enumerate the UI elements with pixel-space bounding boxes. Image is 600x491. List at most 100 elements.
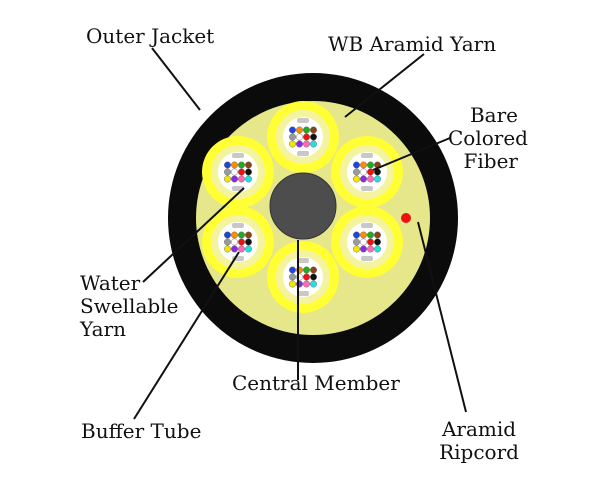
label-bare-colored-fiber-line-1: Bare xyxy=(469,103,518,127)
filler-mark xyxy=(232,153,244,158)
fiber xyxy=(374,231,381,239)
fiber xyxy=(245,175,252,183)
fiber xyxy=(303,280,310,288)
filler-mark xyxy=(297,118,309,123)
label-bare-colored-fiber-line-3: Fiber xyxy=(463,149,518,173)
label-water-swellable-yarn-line-1: Water xyxy=(80,271,141,295)
fiber xyxy=(360,231,367,239)
label-bare-colored-fiber-line-2: Colored xyxy=(448,126,528,150)
fiber xyxy=(353,161,360,169)
fiber xyxy=(310,140,317,148)
fiber xyxy=(374,245,381,253)
fiber xyxy=(360,245,367,253)
fiber xyxy=(374,238,381,246)
fiber xyxy=(310,273,317,281)
leader-line xyxy=(151,47,201,111)
buffer-tube xyxy=(267,101,339,173)
fiber xyxy=(310,126,317,134)
label-bare-colored-fiber: Bare Colored Fiber xyxy=(448,103,528,173)
label-outer-jacket: Outer Jacket xyxy=(86,24,215,48)
leader-line xyxy=(372,137,451,171)
buffer-tube xyxy=(267,241,339,313)
buffer-tube xyxy=(202,206,274,278)
label-central-member: Central Member xyxy=(232,371,400,395)
fiber xyxy=(238,238,245,246)
fiber xyxy=(353,245,360,253)
buffer-tube xyxy=(202,136,274,208)
fiber xyxy=(289,140,296,148)
fiber xyxy=(231,175,238,183)
filler-mark xyxy=(297,258,309,263)
fiber xyxy=(360,168,367,176)
buffer-tubes xyxy=(202,101,403,313)
leader-line xyxy=(133,251,240,420)
buffer-tube xyxy=(331,136,403,208)
fiber xyxy=(367,175,374,183)
fiber xyxy=(367,238,374,246)
fiber xyxy=(289,280,296,288)
leader-lines xyxy=(133,47,467,420)
fiber xyxy=(289,273,296,281)
fiber xyxy=(360,238,367,246)
fiber xyxy=(289,133,296,141)
fiber xyxy=(238,161,245,169)
filler-mark xyxy=(361,153,373,158)
fiber xyxy=(367,168,374,176)
fiber xyxy=(245,245,252,253)
fiber xyxy=(296,140,303,148)
fiber xyxy=(303,133,310,141)
fiber xyxy=(296,133,303,141)
fiber xyxy=(245,231,252,239)
fiber xyxy=(353,238,360,246)
fiber xyxy=(245,168,252,176)
fiber xyxy=(224,168,231,176)
fiber xyxy=(367,161,374,169)
label-water-swellable-yarn-line-2: Swellable xyxy=(80,294,179,318)
fiber xyxy=(353,168,360,176)
fiber xyxy=(303,266,310,274)
fiber xyxy=(224,175,231,183)
aramid-ripcord xyxy=(401,213,411,223)
filler-mark xyxy=(232,223,244,228)
fiber xyxy=(231,168,238,176)
fiber xyxy=(238,231,245,239)
fiber xyxy=(238,245,245,253)
fiber xyxy=(245,161,252,169)
filler-mark xyxy=(361,256,373,261)
filler-mark xyxy=(361,186,373,191)
fiber xyxy=(374,175,381,183)
fiber xyxy=(353,231,360,239)
label-water-swellable-yarn: Water Swellable Yarn xyxy=(80,272,178,341)
fiber xyxy=(231,161,238,169)
fiber xyxy=(360,175,367,183)
leader-line xyxy=(417,221,467,413)
buffer-tube xyxy=(331,206,403,278)
label-buffer-tube: Buffer Tube xyxy=(81,419,202,443)
fiber xyxy=(231,238,238,246)
fiber xyxy=(360,161,367,169)
label-wb-aramid-yarn: WB Aramid Yarn xyxy=(328,32,497,56)
fiber xyxy=(224,161,231,169)
fiber xyxy=(303,126,310,134)
label-aramid-ripcord-line-1: Aramid xyxy=(441,417,517,441)
fiber xyxy=(238,168,245,176)
fiber xyxy=(224,238,231,246)
central-member xyxy=(269,172,337,240)
fiber xyxy=(367,245,374,253)
fiber xyxy=(310,133,317,141)
fiber xyxy=(231,245,238,253)
fiber xyxy=(303,273,310,281)
label-aramid-ripcord: Aramid Ripcord xyxy=(434,418,524,464)
fiber xyxy=(238,175,245,183)
filler-mark xyxy=(361,223,373,228)
fiber xyxy=(367,231,374,239)
fiber xyxy=(296,126,303,134)
leader-line xyxy=(344,53,425,118)
fiber xyxy=(289,266,296,274)
label-aramid-ripcord-line-2: Ripcord xyxy=(439,440,519,464)
leader-line xyxy=(142,187,245,283)
fiber xyxy=(303,140,310,148)
fiber xyxy=(310,280,317,288)
